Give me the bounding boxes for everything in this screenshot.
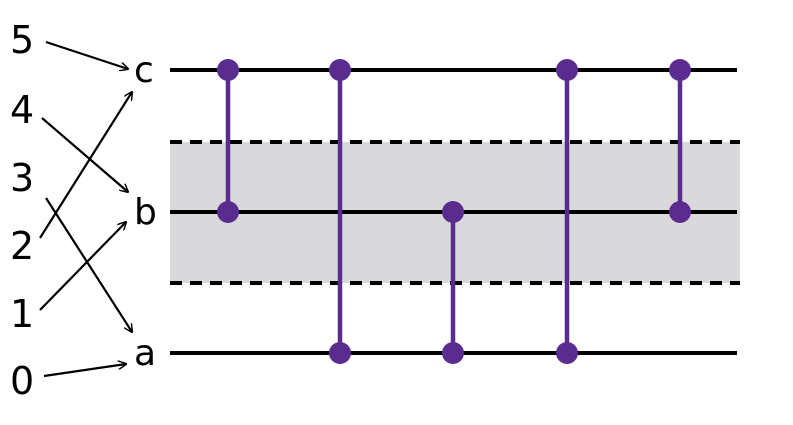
mapping-arrows (39, 40, 132, 378)
gate-dot-target (217, 201, 239, 223)
gate-dot-control (217, 59, 239, 81)
arrow-1-to-b (39, 222, 126, 311)
arrow-3-to-a (45, 197, 132, 332)
number-label-1: 1 (10, 292, 34, 336)
gate-dot-control (669, 59, 691, 81)
gate-4-c-a (556, 59, 578, 364)
number-labels: 5 4 3 2 1 0 (10, 18, 34, 403)
number-label-3: 3 (10, 156, 34, 200)
gate-1-c-b (217, 59, 239, 223)
gates (217, 59, 691, 364)
qubit-label-b: b (134, 192, 157, 233)
gate-dot-control (556, 59, 578, 81)
arrow-5-to-c (45, 40, 128, 69)
arrow-4-to-b (41, 117, 128, 192)
qubit-label-a: a (134, 333, 156, 374)
number-label-4: 4 (10, 88, 34, 132)
arrow-0-to-a (43, 364, 126, 378)
number-label-0: 0 (10, 359, 34, 403)
gate-dot-target (556, 342, 578, 364)
arrow-2-to-c (39, 92, 132, 239)
gate-dot-control (442, 201, 464, 223)
gate-dot-target (442, 342, 464, 364)
gate-dot-target (329, 342, 351, 364)
qubit-labels: c b a (134, 50, 157, 374)
gate-3-b-a (442, 201, 464, 364)
gate-dot-control (329, 59, 351, 81)
qubit-label-c: c (134, 50, 154, 91)
gate-2-c-a (329, 59, 351, 364)
gate-5-c-b (669, 59, 691, 223)
number-label-2: 2 (10, 224, 34, 268)
number-label-5: 5 (10, 18, 34, 62)
gate-dot-target (669, 201, 691, 223)
